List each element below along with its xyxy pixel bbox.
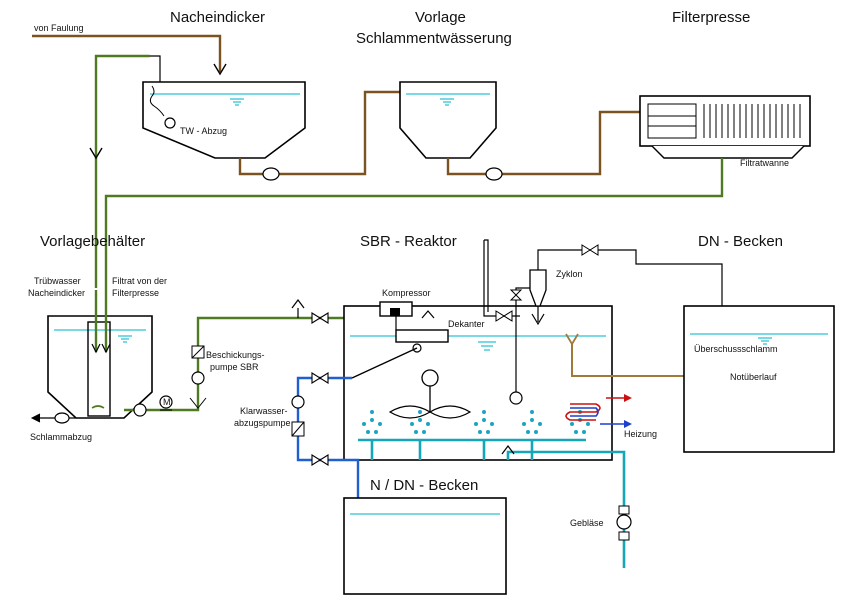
label-filtratwanne: Filtratwanne: [740, 158, 789, 168]
label-schlammabzug: Schlammabzug: [30, 432, 92, 442]
sludge-pump-1-icon: [262, 167, 280, 181]
mixer-propeller-icon: [388, 405, 472, 419]
water-surface-icon: [758, 337, 772, 345]
label-heizung: Heizung: [624, 429, 657, 439]
label-klarwasser-1: Klarwasser-: [240, 406, 288, 416]
label-filtrat-2: Filterpresse: [112, 288, 159, 298]
label-zyklon: Zyklon: [556, 269, 583, 279]
zyklon-feed-line: [515, 287, 530, 392]
label-nacheindicker: Nacheindicker: [170, 9, 265, 26]
filtratwanne-tray: [651, 145, 805, 159]
motor-icon: [159, 395, 173, 409]
dekanter-icon: [395, 329, 449, 343]
label-truebwasser-2: Nacheindicker: [28, 288, 85, 298]
dekanter-bypass-line: [483, 240, 520, 317]
dn-becken-tank: [683, 305, 835, 453]
nacheindicker-tank: [142, 81, 306, 159]
schlammabzug-pump-icon: [54, 412, 70, 424]
dekanter-valve-icon: [495, 310, 513, 322]
water-surface-icon: [440, 98, 454, 106]
vorlagebehaelter-tank: [47, 315, 153, 419]
turbid-water-line: [94, 54, 150, 288]
label-dekanter: Dekanter: [448, 319, 485, 329]
water-surface-icon: [118, 335, 132, 343]
vent-icon: [291, 299, 305, 309]
zyklon-icon: [529, 269, 547, 307]
vent-icon: [421, 310, 435, 319]
air-bubbles: [362, 410, 590, 434]
feed-line-from-digestion: [32, 34, 222, 72]
geblaese-icon: [616, 514, 632, 530]
sbr-reactor-tank: [343, 305, 613, 461]
aeration-grid: [358, 438, 586, 460]
label-klarwasser-2: abzugspumpe: [234, 418, 291, 428]
label-beschickung-2: pumpe SBR: [210, 362, 259, 372]
geblaese-silencer-icon: [618, 531, 630, 541]
zyklon-return-arrow-icon: [531, 313, 545, 326]
label-tw-abzug: TW - Abzug: [180, 126, 227, 136]
air-inlet-icon: [501, 445, 515, 455]
feed-arrow-icon: [213, 63, 227, 76]
filterpresse-unit: [639, 95, 811, 159]
label-vorlage-1: Vorlage: [415, 9, 466, 26]
feed-pump-icon: [133, 403, 147, 417]
label-geblaese: Gebläse: [570, 518, 604, 528]
inlet-standpipe: [87, 321, 111, 417]
turbid-arrow-icon: [89, 147, 103, 160]
sludge-line-to-vorlage: [238, 90, 400, 176]
label-filtrat-1: Filtrat von der: [112, 276, 167, 286]
pump-outlet-icon: [189, 397, 207, 409]
dekanter-arm: [351, 347, 418, 379]
label-filterpresse: Filterpresse: [672, 9, 750, 26]
sludge-mark: [91, 405, 105, 409]
water-surface-icon: [478, 341, 496, 351]
sludge-line-to-filterpresse: [446, 110, 640, 176]
bypass-valve-icon: [311, 454, 329, 466]
zyklon-valve-icon: [509, 289, 523, 301]
label-vorlage-2: Schlammentwässerung: [356, 30, 512, 47]
inlet-arrows-icon: [91, 343, 111, 354]
notueberlauf-line: [571, 344, 718, 377]
label-notueberlauf: Notüberlauf: [730, 372, 777, 382]
zyklon-feed-pump-icon: [509, 391, 523, 405]
heating-arrow-blue-icon: [624, 420, 632, 428]
tw-abzug-float-icon: [164, 117, 176, 129]
filtrate-return-line: [104, 158, 724, 290]
feed-valve-icon: [311, 312, 329, 324]
tw-abzug-hose: [149, 85, 165, 117]
heating-coil-red: [565, 403, 601, 421]
label-sbr-reaktor: SBR - Reaktor: [360, 233, 457, 250]
label-dn-becken: DN - Becken: [698, 233, 783, 250]
label-n-dn-becken: N / DN - Becken: [370, 477, 478, 494]
label-von-faulung: von Faulung: [34, 23, 84, 33]
sludge-pump-2-icon: [485, 167, 503, 181]
overflow-valve-icon: [581, 244, 599, 256]
label-truebwasser-1: Trübwasser: [34, 276, 81, 286]
schlammabzug-arrow-icon: [30, 413, 41, 423]
mixer-motor-icon: [421, 369, 439, 387]
heating-coil-blue: [570, 407, 599, 417]
label-kompressor: Kompressor: [382, 288, 431, 298]
overflow-line: [537, 249, 723, 326]
tw-abzug-pipe: [150, 55, 161, 82]
label-beschickung-1: Beschickungs-: [206, 350, 265, 360]
clear-water-valve-icon: [311, 372, 329, 384]
label-ueberschussschlamm: Überschussschlamm: [694, 344, 778, 354]
vorlage-tank: [399, 81, 497, 159]
beschickungspumpe-icon: [191, 371, 205, 385]
geblaese-filter-icon: [618, 505, 630, 515]
inlet-pipes: [94, 290, 108, 352]
klarwasserpumpe-icon: [291, 395, 305, 409]
heating-arrow-red-icon: [624, 394, 632, 402]
motor-label: M: [163, 397, 171, 407]
dekanter-vent-line: [484, 239, 489, 312]
n-dn-becken-tank: [343, 497, 507, 595]
water-surface-icon: [230, 98, 244, 106]
air-supply-line: [506, 450, 626, 568]
label-vorlagebehaelter: Vorlagebehälter: [40, 233, 145, 250]
